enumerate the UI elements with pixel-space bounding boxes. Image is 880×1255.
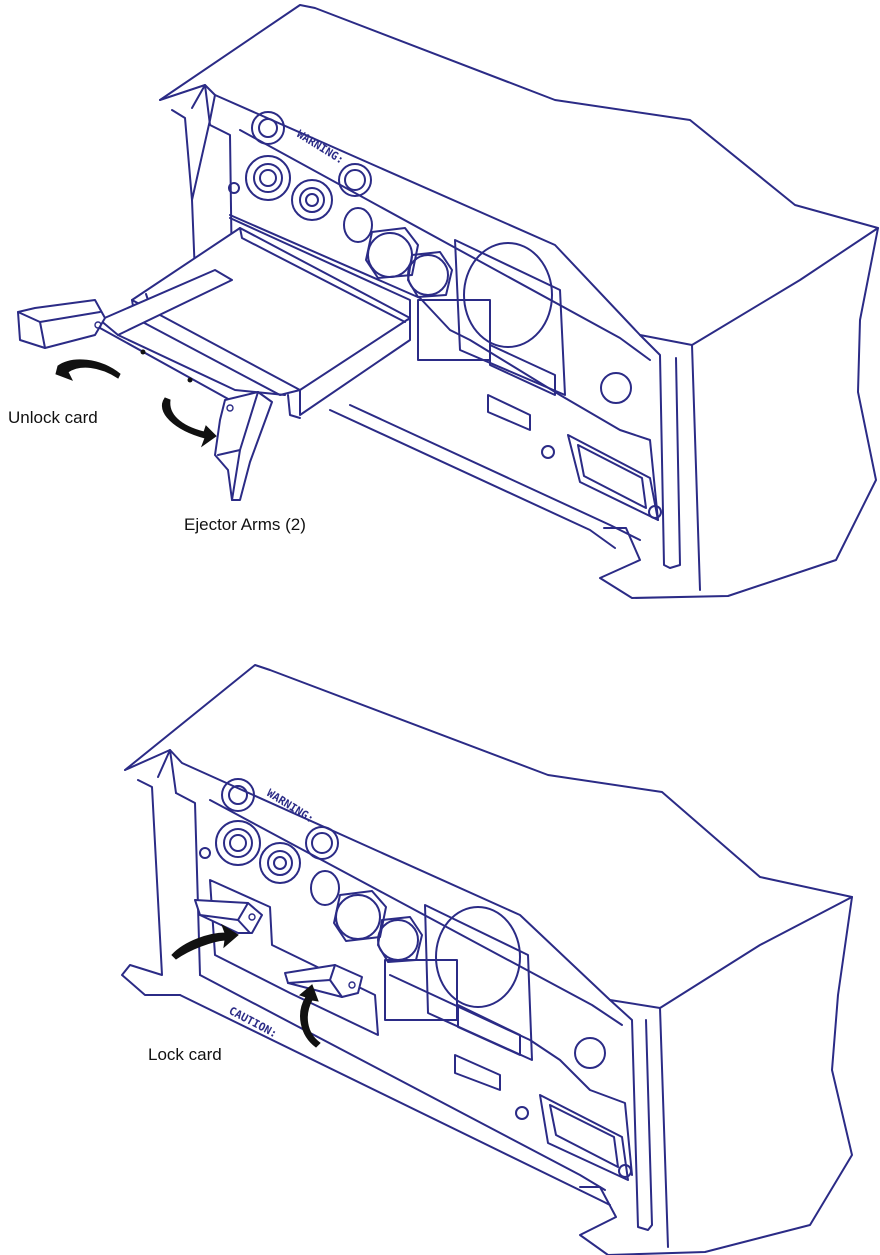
jack-icon bbox=[338, 163, 372, 197]
ejector-arm-left[interactable] bbox=[17, 299, 106, 349]
lock-arrow-icon bbox=[171, 923, 239, 960]
unlock-arrow-icon bbox=[55, 359, 121, 381]
lock-card-illustration: WARNING: CAUTION: bbox=[121, 664, 853, 1255]
unlock-arrow-icon bbox=[162, 397, 217, 448]
jack-icon bbox=[245, 155, 291, 201]
knob-icon bbox=[367, 232, 413, 278]
screw-icon bbox=[600, 372, 632, 404]
enclosure-outline bbox=[159, 4, 879, 599]
jack-icon bbox=[291, 179, 333, 221]
db-connector bbox=[567, 434, 659, 521]
unlock-card-illustration: WARNING: bbox=[17, 4, 879, 599]
knob-icon bbox=[343, 207, 373, 243]
ejector-arms-label: Ejector Arms (2) bbox=[184, 515, 306, 534]
warning-stamp: WARNING: bbox=[264, 787, 316, 826]
unlock-card-label: Unlock card bbox=[8, 408, 98, 427]
meter-window bbox=[454, 239, 566, 396]
warning-stamp: WARNING: bbox=[294, 128, 346, 167]
enclosure-outline bbox=[124, 664, 853, 1255]
lock-card-label: Lock card bbox=[148, 1045, 222, 1064]
lock-arrow-icon bbox=[298, 984, 321, 1048]
ejector-arm-right[interactable] bbox=[214, 391, 273, 501]
